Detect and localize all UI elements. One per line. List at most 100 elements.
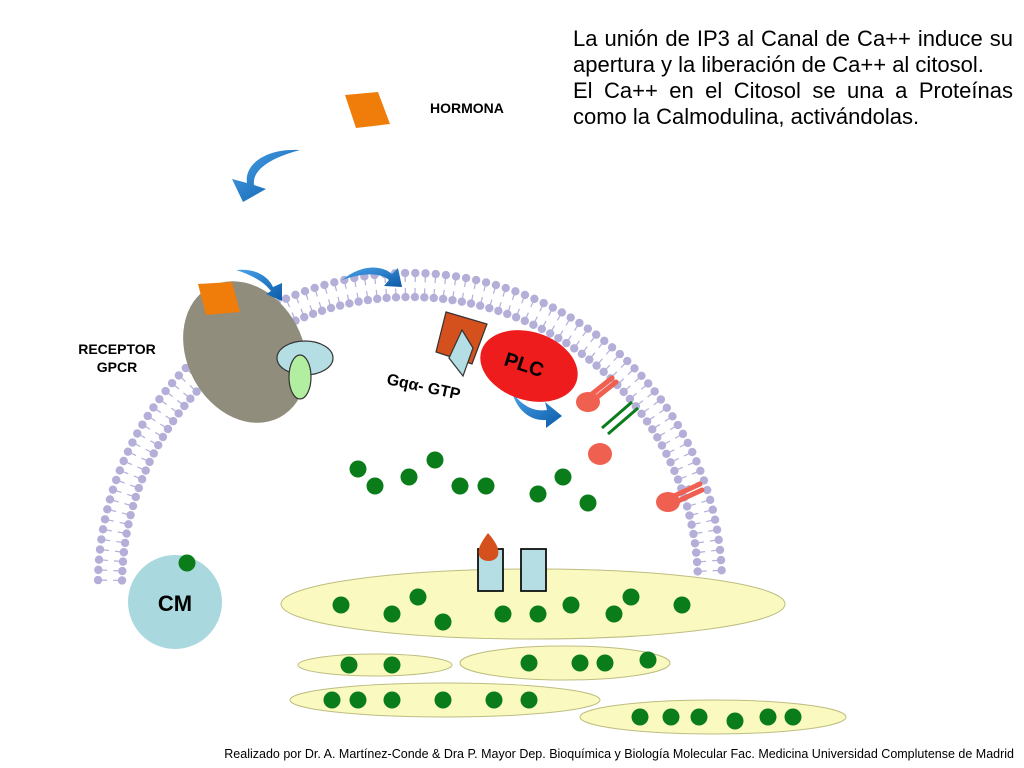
lipid-head bbox=[145, 457, 154, 467]
lipid-head bbox=[451, 272, 461, 281]
lipid-head bbox=[656, 395, 666, 404]
lipid-head bbox=[569, 344, 579, 353]
lipid-head bbox=[117, 576, 127, 585]
lipid-head bbox=[411, 268, 420, 278]
lipid-head bbox=[391, 293, 401, 302]
lipid-head bbox=[141, 466, 150, 475]
lipid-head bbox=[143, 411, 152, 421]
lipid-head bbox=[539, 298, 548, 308]
lipid-head bbox=[619, 387, 628, 397]
lipid-head bbox=[692, 457, 701, 466]
lipid-head bbox=[186, 394, 195, 403]
lipid-head bbox=[105, 495, 115, 504]
lipid-head bbox=[149, 403, 158, 412]
ip3-receptor-channel bbox=[520, 548, 547, 592]
calcium-ion bbox=[366, 477, 384, 495]
lipid-head bbox=[548, 303, 558, 312]
lipid-head bbox=[673, 420, 683, 430]
calcium-ion bbox=[520, 654, 538, 672]
bound-ip3 bbox=[478, 533, 499, 561]
lipid-head bbox=[545, 329, 555, 338]
lipid-head bbox=[566, 313, 575, 322]
lipid-head bbox=[155, 394, 164, 404]
lipid-head bbox=[115, 466, 124, 475]
er-cisterna bbox=[459, 645, 671, 681]
lipid-head bbox=[476, 301, 485, 310]
lipid-head bbox=[382, 293, 391, 303]
explanation-text: La unión de IP3 al Canal de Ca++ induce … bbox=[573, 26, 1013, 130]
lipid-head bbox=[181, 363, 190, 373]
calcium-ion bbox=[383, 691, 401, 709]
lipid-head bbox=[494, 306, 503, 316]
lipid-head bbox=[650, 387, 659, 396]
gtp-molecule bbox=[448, 328, 474, 378]
lipid-head bbox=[491, 280, 501, 290]
lipid-head bbox=[137, 475, 147, 484]
lipid-head bbox=[599, 367, 608, 377]
lipid-head bbox=[712, 525, 722, 534]
lipid-head bbox=[149, 449, 158, 458]
lipid-head bbox=[637, 409, 646, 418]
lipid-head bbox=[401, 292, 410, 302]
lipid-head bbox=[710, 515, 720, 524]
cm-label: CM bbox=[158, 591, 192, 616]
lipid-head bbox=[128, 501, 138, 511]
lipid-head bbox=[529, 320, 538, 329]
lipid-head bbox=[689, 529, 698, 539]
calcium-ion bbox=[690, 708, 708, 726]
lipid-head bbox=[557, 308, 567, 317]
calcium-ion bbox=[784, 708, 802, 726]
calcium-ion bbox=[639, 651, 657, 669]
lipid-head bbox=[648, 425, 657, 434]
lipid-head bbox=[281, 294, 291, 303]
lipid-head bbox=[670, 466, 679, 476]
calcium-ion bbox=[434, 691, 452, 709]
receptor-label: RECEPTOR GPCR bbox=[60, 340, 174, 376]
dag-molecule bbox=[601, 400, 639, 436]
lipid-head bbox=[678, 429, 688, 439]
lipid-head bbox=[180, 401, 189, 411]
lipid-head bbox=[154, 440, 163, 450]
lipid-head bbox=[100, 515, 110, 524]
lipid-head bbox=[577, 349, 587, 359]
calcium-ion bbox=[759, 708, 777, 726]
calcium-ion bbox=[605, 605, 623, 623]
lipid-head bbox=[345, 299, 354, 308]
calcium-ion bbox=[426, 451, 444, 469]
lipid-head bbox=[93, 575, 103, 585]
lipid-head bbox=[583, 324, 593, 333]
calcium-ion bbox=[579, 494, 597, 512]
lipid-head bbox=[673, 475, 683, 484]
lipid-head bbox=[682, 502, 692, 511]
lipid-head bbox=[691, 548, 701, 557]
calcium-ion bbox=[383, 656, 401, 674]
calcium-ion bbox=[434, 613, 452, 631]
lipid-head bbox=[119, 548, 129, 557]
lipid-head bbox=[118, 557, 128, 566]
activation-arrow-icon bbox=[236, 269, 282, 301]
lipid-head bbox=[94, 565, 103, 575]
lipid-head bbox=[688, 447, 697, 457]
lipid-head bbox=[300, 312, 309, 322]
calcium-ion bbox=[726, 712, 744, 730]
lipid-head bbox=[94, 555, 104, 564]
lipid-head bbox=[163, 424, 173, 434]
hormone bbox=[345, 92, 390, 128]
calcium-ion bbox=[673, 596, 691, 614]
lipid-head bbox=[119, 456, 128, 466]
calcium-ion bbox=[400, 468, 418, 486]
lipid-head bbox=[335, 301, 345, 310]
g-protein-arrow-icon bbox=[342, 267, 402, 287]
lipid-head bbox=[715, 545, 725, 555]
er-cisterna bbox=[297, 653, 453, 677]
caption-line-1: La unión de IP3 al Canal de Ca++ induce … bbox=[573, 26, 1013, 77]
lipid-head bbox=[683, 438, 692, 448]
lipid-head bbox=[692, 557, 702, 567]
hormona-label: HORMONA bbox=[430, 100, 504, 116]
lipid-head bbox=[192, 387, 201, 396]
calcium-ion bbox=[520, 691, 538, 709]
lipid-head bbox=[98, 525, 108, 534]
lipid-head bbox=[562, 338, 571, 348]
lipid-head bbox=[363, 295, 373, 305]
lipid-head bbox=[511, 287, 520, 296]
